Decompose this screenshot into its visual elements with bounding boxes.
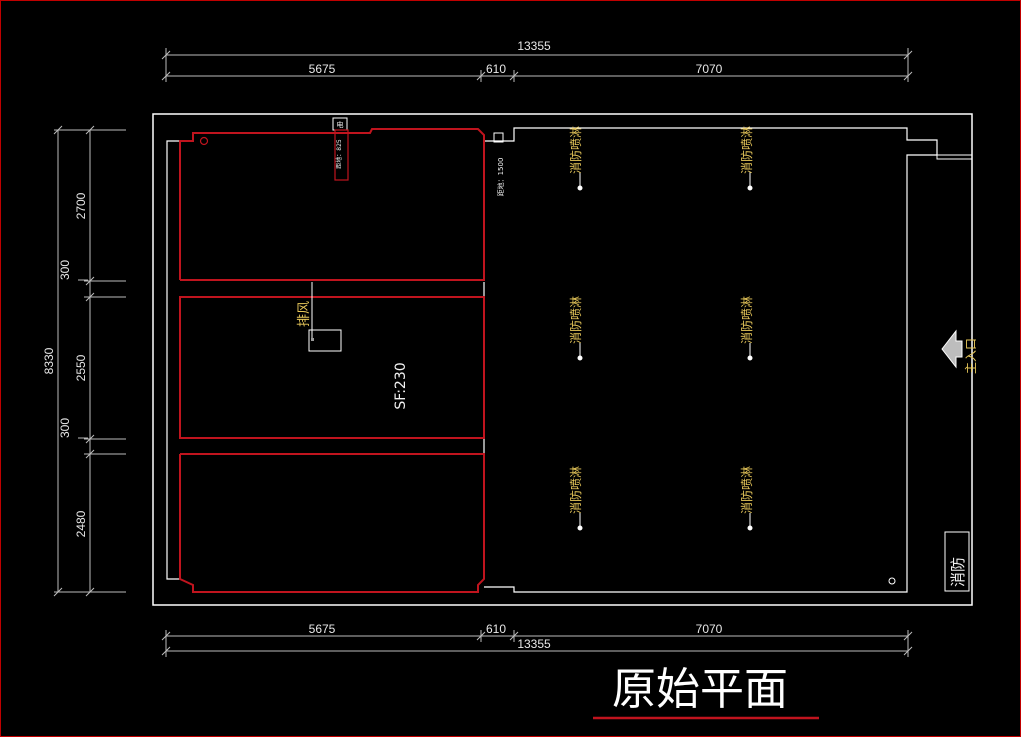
dim-left-total: 8330 bbox=[42, 347, 56, 374]
dim-left-a: 2700 bbox=[74, 192, 88, 219]
bottom-dimensions bbox=[161, 630, 913, 657]
dim-top-mid: 610 bbox=[486, 62, 506, 76]
dim-top-left: 5675 bbox=[309, 62, 336, 76]
dim-left-d: 300 bbox=[58, 418, 72, 438]
height-label-left: 距地：825 bbox=[335, 139, 343, 169]
exhaust-label: 排风 bbox=[297, 301, 312, 327]
exhaust-fan-box bbox=[308, 329, 342, 352]
sprinkler-label-6: 消防喷淋 bbox=[739, 466, 754, 514]
outlet-icon bbox=[199, 136, 209, 146]
height-label-right: 距地：1500 bbox=[496, 158, 505, 197]
page-title: 原始平面 bbox=[612, 664, 788, 715]
inner-wall-right bbox=[484, 127, 938, 593]
electric-label: 电 bbox=[337, 120, 344, 129]
top-dimensions bbox=[161, 48, 913, 82]
dim-bottom-mid: 610 bbox=[486, 622, 506, 636]
dim-bottom-left: 5675 bbox=[309, 622, 336, 636]
dim-left-c: 2550 bbox=[74, 354, 88, 381]
room-middle bbox=[179, 296, 485, 439]
outlet-icon-2 bbox=[888, 577, 896, 585]
dim-left-b: 300 bbox=[58, 260, 72, 280]
dim-bottom-total: 13355 bbox=[517, 637, 551, 651]
entrance-arrow-icon bbox=[941, 329, 963, 369]
area-label: SF:230 bbox=[393, 362, 409, 409]
left-dimensions bbox=[53, 125, 126, 597]
dim-top-right: 7070 bbox=[696, 62, 723, 76]
dim-top-total: 13355 bbox=[517, 39, 551, 53]
socket-box bbox=[493, 132, 504, 143]
room-outlines bbox=[179, 128, 485, 593]
sprinkler-heads bbox=[577, 172, 753, 531]
room-bottom bbox=[179, 453, 485, 593]
sprinkler-label-1: 消防喷淋 bbox=[568, 126, 583, 174]
entrance-label: 主入口 bbox=[964, 338, 978, 374]
fire-hydrant-box bbox=[944, 531, 970, 592]
height-tag-box bbox=[334, 129, 349, 181]
sprinkler-label-5: 消防喷淋 bbox=[568, 466, 583, 514]
room-top bbox=[179, 128, 485, 281]
sprinkler-label-4: 消防喷淋 bbox=[739, 296, 754, 344]
dim-left-e: 2480 bbox=[74, 510, 88, 537]
outer-wall bbox=[152, 113, 973, 606]
fire-label: 消防 bbox=[949, 557, 967, 587]
dim-bottom-right: 7070 bbox=[696, 622, 723, 636]
sprinkler-label-3: 消防喷淋 bbox=[568, 296, 583, 344]
sprinkler-label-2: 消防喷淋 bbox=[739, 126, 754, 174]
